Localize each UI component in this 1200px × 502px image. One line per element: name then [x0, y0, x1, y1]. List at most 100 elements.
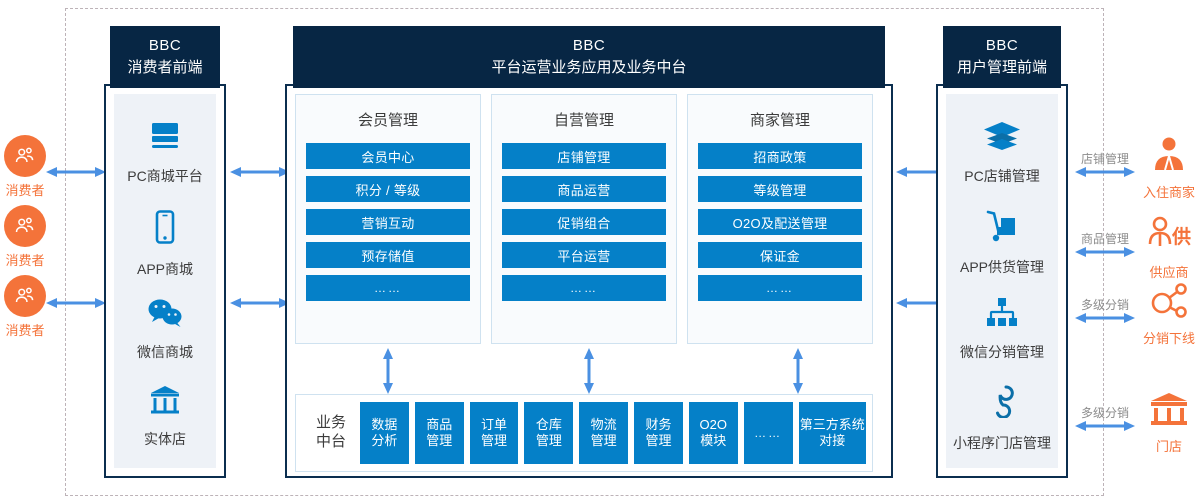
consumers-icon — [4, 205, 46, 247]
module-chip[interactable]: O2O及配送管理 — [698, 209, 862, 235]
module-line2: 管理 — [481, 433, 508, 448]
module-line1: 数据 — [371, 416, 398, 432]
module-chip[interactable]: 营销互动 — [306, 209, 470, 235]
arrow-consumer-to-frontend-2 — [46, 298, 106, 308]
module-chip-more[interactable]: …… — [502, 275, 666, 301]
module-line2: 模块 — [700, 433, 727, 448]
module-line2: 管理 — [535, 433, 562, 448]
supplier-icon: 供 — [1146, 213, 1192, 259]
group-self-operated-management: 自营管理 店铺管理 商品运营 促销组合 平台运营 …… — [491, 94, 677, 344]
relation-label-shop-management: 店铺管理 — [1080, 152, 1129, 166]
module-chip-more[interactable]: …… — [698, 275, 862, 301]
module-chip[interactable]: 会员中心 — [306, 143, 470, 169]
arrow-group2-to-midplatform — [584, 348, 594, 394]
midplatform-module[interactable]: 数据 分析 — [360, 402, 409, 464]
right-header-line1: BBC — [985, 37, 1019, 55]
midplatform-module[interactable]: 财务 管理 — [634, 402, 683, 464]
midplatform-label-line1: 业务 — [315, 414, 346, 432]
arrow-frontend-to-platform-2 — [230, 298, 290, 308]
actor-consumer-2: 消费者 — [0, 205, 50, 269]
usermgmt-item-label: 小程序门店管理 — [953, 435, 1051, 451]
center-panel-header: BBC 平台运营业务应用及业务中台 — [293, 26, 885, 88]
hierarchy-icon — [984, 297, 1020, 332]
frontend-item-pc-mall[interactable]: PC商城平台 — [114, 121, 216, 186]
relation-label-product-management: 商品管理 — [1080, 232, 1129, 246]
frontend-item-label: 实体店 — [144, 431, 186, 447]
arrow-consumer-to-frontend-1 — [46, 167, 106, 177]
module-chip[interactable]: 招商政策 — [698, 143, 862, 169]
relation-label-multilevel-distribution-2: 多级分销 — [1080, 406, 1129, 420]
module-line1: 订单 — [481, 416, 508, 432]
module-line2: 管理 — [645, 433, 672, 448]
module-line1: O2O — [699, 416, 728, 432]
right-panel-header: BBC 用户管理前端 — [943, 26, 1061, 88]
usermgmt-item-label: APP供货管理 — [959, 259, 1044, 275]
frontend-item-app-mall[interactable]: APP商城 — [114, 210, 216, 279]
frontend-item-label: APP商城 — [136, 261, 193, 277]
actor-store: 门店 — [1140, 387, 1198, 455]
module-line1: 第三方系统 — [799, 416, 865, 432]
mobile-icon — [152, 210, 178, 249]
module-chip[interactable]: 平台运营 — [502, 242, 666, 268]
group-merchant-management: 商家管理 招商政策 等级管理 O2O及配送管理 保证金 …… — [687, 94, 873, 344]
module-chip[interactable]: 店铺管理 — [502, 143, 666, 169]
usermgmt-item-label: PC店铺管理 — [964, 168, 1040, 184]
relation-label-multilevel-distribution-1: 多级分销 — [1080, 298, 1129, 312]
miniprogram-icon — [987, 384, 1017, 423]
usermgmt-item-miniprogram-store[interactable]: 小程序门店管理 — [946, 384, 1058, 453]
usermgmt-item-pc-shop[interactable]: PC店铺管理 — [946, 121, 1058, 186]
user-management-frontend-panel: PC店铺管理 APP供货管理 — [936, 84, 1068, 478]
arrow-relation-2 — [1075, 247, 1135, 257]
arrow-group3-to-midplatform — [793, 348, 803, 394]
usermgmt-item-wechat-distribution[interactable]: 微信分销管理 — [946, 297, 1058, 362]
arrow-relation-1 — [1075, 167, 1135, 177]
center-header-line1: BBC — [572, 37, 606, 55]
midplatform-label-line2: 中台 — [315, 433, 346, 450]
shopfront-icon — [1147, 387, 1191, 433]
module-chip[interactable]: 积分 / 等级 — [306, 176, 470, 202]
trolley-icon — [983, 210, 1021, 247]
usermgmt-item-app-supply[interactable]: APP供货管理 — [946, 210, 1058, 277]
actor-distribution-downline: 分销下线 — [1140, 279, 1198, 347]
platform-operations-panel: 会员管理 会员中心 积分 / 等级 营销互动 预存储值 …… 自营管理 店铺管理… — [285, 84, 893, 478]
actor-consumer-1: 消费者 — [0, 135, 50, 199]
store-icon — [148, 384, 182, 419]
frontend-item-wechat-mall[interactable]: 微信商城 — [114, 297, 216, 362]
network-icon — [1149, 279, 1189, 325]
svg-text:供: 供 — [1171, 225, 1191, 248]
module-line2: 对接 — [819, 433, 846, 448]
consumer-frontend-panel: PC商城平台 APP商城 — [104, 84, 226, 478]
left-header-line2: 消费者前端 — [127, 59, 203, 76]
actor-label: 分销下线 — [1142, 331, 1195, 346]
midplatform-module-more[interactable]: …… — [743, 402, 793, 464]
module-line2: 管理 — [590, 433, 617, 448]
midplatform-module[interactable]: 第三方系统 对接 — [798, 402, 866, 464]
midplatform-module[interactable]: 仓库 管理 — [524, 402, 574, 464]
frontend-item-physical-store[interactable]: 实体店 — [114, 384, 216, 449]
group-title: 会员管理 — [357, 112, 418, 129]
module-chip[interactable]: 商品运营 — [502, 176, 666, 202]
module-line1: 财务 — [645, 416, 672, 432]
merchant-icon — [1152, 133, 1186, 179]
module-chip[interactable]: 保证金 — [698, 242, 862, 268]
midplatform-module[interactable]: 物流 管理 — [579, 402, 629, 464]
midplatform-module[interactable]: 订单 管理 — [469, 402, 519, 464]
actor-label: 消费者 — [5, 253, 45, 268]
wechat-icon — [146, 297, 184, 332]
module-line1: 仓库 — [535, 416, 562, 432]
actor-resident-merchant: 入住商家 — [1140, 133, 1198, 201]
module-line1: 商品 — [426, 416, 453, 432]
actor-label: 消费者 — [5, 323, 45, 338]
arrow-relation-3 — [1075, 313, 1135, 323]
module-chip[interactable]: 等级管理 — [698, 176, 862, 202]
arrow-relation-4 — [1075, 421, 1135, 431]
module-chip[interactable]: 预存储值 — [306, 242, 470, 268]
module-chip[interactable]: 促销组合 — [502, 209, 666, 235]
frontend-item-label: PC商城平台 — [127, 168, 203, 184]
actor-label: 消费者 — [5, 183, 45, 198]
module-chip-more[interactable]: …… — [306, 275, 470, 301]
midplatform-module[interactable]: 商品 管理 — [414, 402, 464, 464]
group-title: 自营管理 — [553, 112, 614, 129]
consumers-icon — [4, 275, 46, 317]
midplatform-module[interactable]: O2O 模块 — [688, 402, 738, 464]
